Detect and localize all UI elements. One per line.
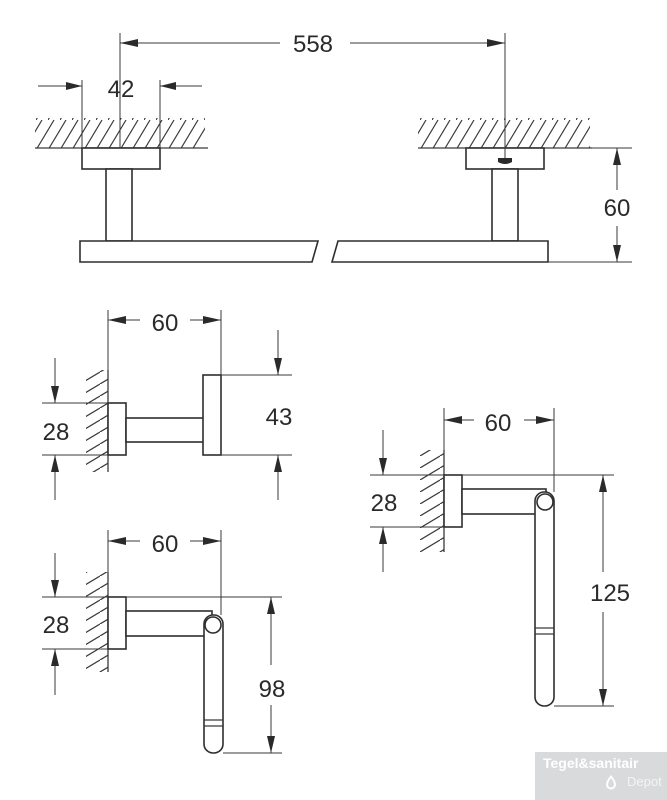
hook-rosette [107, 402, 127, 456]
watermark-line2: Depot [627, 774, 662, 789]
dim-ring-60-label: 60 [485, 410, 512, 437]
post-right [491, 168, 519, 242]
dim-60-vertical-label: 60 [604, 195, 631, 222]
dim-ring-28-label: 28 [371, 490, 398, 517]
dim-holder-60-label: 60 [152, 531, 179, 558]
dim-holder-28-label: 28 [43, 612, 70, 639]
hook-head [202, 374, 222, 456]
water-drop-icon [606, 775, 616, 790]
dim-hook-28-label: 28 [43, 419, 70, 446]
dim-42-label: 42 [108, 76, 135, 103]
towel-ring-drawing: 60 28 125 [370, 408, 630, 707]
bar-right-segment [330, 240, 549, 263]
watermark-logo: Tegel&sanitair Depot [535, 752, 667, 800]
dim-hook-43-label: 43 [266, 404, 293, 431]
dim-hook-60-label: 60 [152, 310, 179, 337]
dim-558-label: 558 [293, 31, 333, 58]
wall-hatch-right [418, 118, 590, 148]
wall-hatch-hook [86, 370, 108, 472]
ring-rosette [443, 474, 463, 528]
dim-holder-98-label: 98 [259, 676, 286, 703]
ring-arm [461, 488, 547, 515]
holder-arm [125, 610, 213, 637]
fixing-screw-icon [498, 158, 512, 164]
wall-hatch-ring [420, 450, 444, 552]
towel-bar-drawing: 558 42 60 [35, 31, 632, 263]
dim-ring-125-label: 125 [590, 580, 630, 607]
post-left [105, 168, 133, 242]
ring-joint [536, 493, 554, 511]
ring-drop [534, 491, 555, 707]
holder-rosette [107, 596, 127, 650]
hook-arm [125, 417, 207, 443]
paper-holder-drawing: 60 28 98 [42, 530, 286, 754]
rosette-left [81, 147, 161, 170]
holder-drop [203, 614, 224, 754]
watermark-line1: Tegel&sanitair [543, 755, 639, 771]
bar-left-segment [79, 240, 320, 263]
wall-hatch-holder [86, 572, 108, 672]
robe-hook-drawing: 60 28 43 [42, 310, 292, 500]
holder-joint [204, 616, 222, 634]
